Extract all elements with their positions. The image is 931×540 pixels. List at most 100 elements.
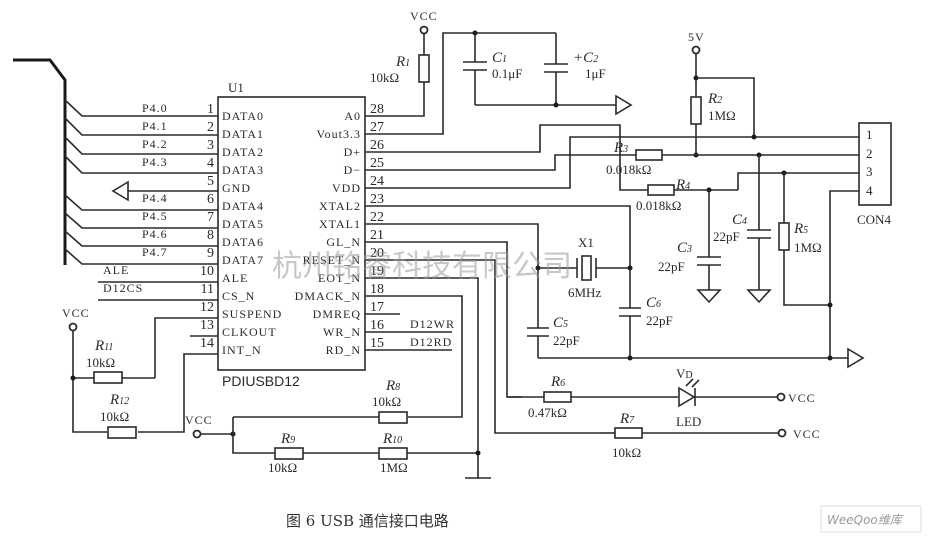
pin-name: A0	[344, 109, 361, 123]
pin-number: 11	[201, 282, 214, 297]
pin-name: Vout3.3	[317, 127, 361, 141]
pin-name: VDD	[332, 181, 361, 195]
r7	[600, 427, 787, 439]
svg-text:R8: R8	[385, 378, 400, 394]
svg-text:22pF: 22pF	[713, 229, 740, 244]
svg-text:CON4: CON4	[857, 212, 891, 227]
pin-number: 6	[207, 192, 214, 207]
svg-text:C1: C1	[492, 50, 507, 66]
svg-text:R2: R2	[707, 91, 722, 107]
pin-name: D+	[344, 145, 361, 159]
svg-text:1MΩ: 1MΩ	[794, 240, 822, 255]
c2-label: +C2 1μF	[573, 50, 606, 81]
pin-number: 9	[207, 246, 214, 261]
r6-led	[507, 378, 786, 408]
svg-text:R5: R5	[793, 221, 808, 237]
net-label: P4.1	[142, 119, 168, 133]
c1-label: C1 0.1μF	[492, 50, 522, 81]
svg-text:0.018kΩ: 0.018kΩ	[606, 162, 651, 177]
crystal-network	[527, 255, 865, 369]
r2-resistor-icon	[690, 96, 702, 125]
r10-label: R10 1MΩ	[380, 431, 408, 475]
net-label: P4.5	[142, 209, 168, 223]
svg-text:R9: R9	[280, 431, 295, 447]
r11-resistor-icon	[93, 371, 123, 384]
svg-text:1: 1	[866, 127, 873, 142]
r7-label: R7 10kΩ	[612, 411, 641, 460]
pin-number: 1	[207, 102, 214, 117]
pin-name: INT_N	[222, 343, 262, 357]
svg-text:R4: R4	[675, 177, 690, 193]
site-logo: WeeQoo维库	[820, 505, 922, 533]
net-label: P4.2	[142, 137, 168, 151]
svg-text:R12: R12	[109, 392, 129, 408]
pin-number: 21	[370, 228, 384, 243]
pin-name: WR_N	[323, 325, 361, 339]
pin-number: 14	[200, 336, 214, 351]
r11-label: R11 10kΩ	[86, 338, 115, 370]
net-label: P4.7	[142, 245, 168, 259]
pin-name: DATA0	[222, 109, 264, 123]
data-bus	[13, 58, 218, 265]
c4-label: C4 22pF	[713, 212, 747, 244]
led-icon	[678, 386, 696, 408]
usb-data-lines	[635, 149, 862, 358]
r1-label: R1 10kΩ	[370, 54, 410, 85]
r10-resistor-icon	[378, 447, 408, 460]
pin-number: 16	[370, 318, 384, 333]
net-label: ALE	[103, 263, 129, 277]
r1-vcc	[418, 25, 430, 83]
r12-label: R12 10kΩ	[100, 392, 129, 424]
r3-label: R3 0.018kΩ	[606, 140, 651, 177]
pin-name: GL_N	[326, 235, 361, 249]
pin-number: 10	[200, 264, 214, 279]
pin-number: 18	[370, 282, 384, 297]
svg-text:10kΩ: 10kΩ	[86, 355, 115, 370]
r2-5v	[690, 45, 757, 158]
svg-text:R11: R11	[94, 338, 113, 354]
pin-name: DMREQ	[313, 307, 361, 321]
pin-number: 24	[370, 174, 384, 189]
pin-name: DATA2	[222, 145, 264, 159]
pin-number: 28	[370, 102, 384, 117]
pin-name: DATA6	[222, 235, 264, 249]
net-label: P4.0	[142, 101, 168, 115]
c1-c2-decoupling	[463, 30, 633, 116]
x1-label: X1 6MHz	[568, 235, 601, 300]
svg-text:6MHz: 6MHz	[568, 285, 601, 300]
pin-name: DATA7	[222, 253, 264, 267]
pin-number: 2	[207, 120, 214, 135]
pin-number: 15	[370, 336, 384, 351]
int-line	[138, 353, 218, 433]
svg-text:10kΩ: 10kΩ	[370, 70, 399, 85]
svg-text:C4: C4	[732, 212, 747, 228]
svg-text:2: 2	[866, 146, 873, 161]
svg-text:WeeQoo维库: WeeQoo维库	[827, 513, 904, 527]
svg-text:0.018kΩ: 0.018kΩ	[636, 198, 681, 213]
vcc-terminal-icon	[419, 25, 429, 35]
svg-text:4: 4	[866, 183, 873, 198]
svg-text:C5: C5	[553, 315, 568, 331]
svg-text:1MΩ: 1MΩ	[380, 460, 408, 475]
r5-label: R5 1MΩ	[793, 221, 822, 255]
pin-name: GND	[222, 181, 251, 195]
svg-text:VD: VD	[676, 366, 693, 381]
r4-resistor-icon	[647, 184, 675, 196]
net-label: D12RD	[410, 335, 452, 349]
pin-name: CS_N	[222, 289, 255, 303]
svg-text:0.47kΩ: 0.47kΩ	[528, 405, 567, 420]
r6-label: R6 0.47kΩ	[528, 374, 567, 420]
pin-name: RD_N	[326, 343, 361, 357]
svg-text:R1: R1	[395, 54, 410, 70]
svg-text:1μF: 1μF	[585, 66, 606, 81]
c5-label: C5 22pF	[553, 315, 580, 348]
net-label: P4.3	[142, 155, 168, 169]
x1-crystal-icon	[581, 255, 592, 281]
ground-icon	[696, 289, 722, 304]
svg-text:C6: C6	[646, 295, 661, 311]
r5-resistor-icon	[778, 222, 790, 251]
vcc-label-r1: VCC	[410, 9, 438, 23]
pin-name: XTAL1	[319, 217, 361, 231]
figure-caption: 图 6 USB 通信接口电路	[286, 512, 449, 530]
